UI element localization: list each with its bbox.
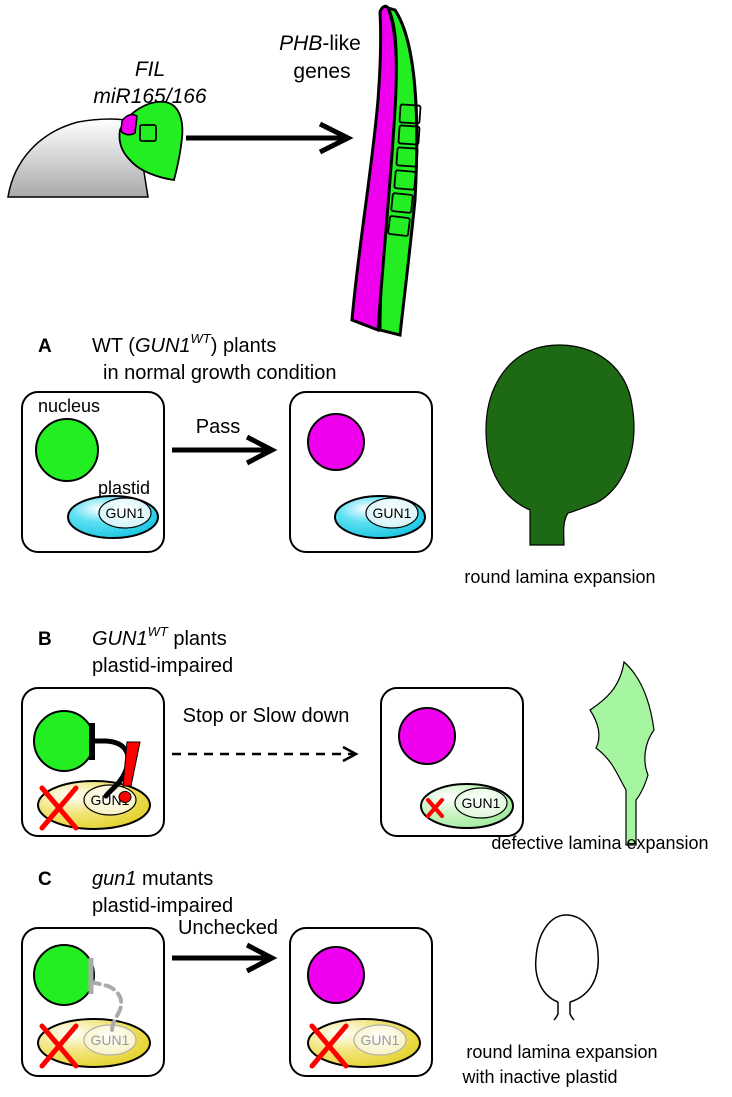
panel-c-cross-icon-left	[39, 1023, 79, 1069]
panel-c-cross-icon-right	[309, 1023, 349, 1069]
panel-c-title-line2: plastid-impaired	[92, 895, 233, 917]
panel-a-arrow-head	[245, 434, 278, 466]
panel-a-arrow-label: Pass	[196, 416, 240, 438]
leaf-cell-marker	[397, 124, 421, 146]
panel-b-defective-leaf	[589, 660, 655, 846]
panel-a-gun1-left-label: GUN1	[106, 505, 145, 521]
panel-a-title: WT (GUN1WT) plants	[92, 331, 276, 357]
panel-a-nucleus-right	[307, 413, 365, 471]
panel-c-letter: C	[38, 869, 52, 890]
panel-b-cross-icon-right	[426, 798, 444, 818]
panel-a-gun1-right-label: GUN1	[373, 505, 412, 521]
panel-b-letter: B	[38, 629, 52, 650]
panel-c-title: gun1 mutants	[92, 868, 213, 890]
panel-a-gun1-right-badge	[365, 497, 419, 529]
top-arrow-head	[318, 121, 354, 155]
panel-b-nucleus-right	[398, 707, 456, 765]
fil-label: FIL	[135, 58, 165, 81]
panel-a-title-line2: in normal growth condition	[103, 362, 336, 384]
leaf-cell-marker	[387, 215, 411, 237]
adaxial-domain	[120, 113, 138, 136]
panel-a-gun1-left-badge	[98, 497, 152, 529]
panel-b-arrow-label: Stop or Slow down	[183, 705, 350, 727]
genes-label: genes	[293, 60, 350, 83]
panel-c-nucleus-left	[33, 944, 95, 1006]
panel-b-cross-icon-left	[39, 785, 79, 831]
exclamation-icon	[122, 741, 141, 787]
panel-b-gun1-right-label: GUN1	[462, 795, 501, 811]
top-section: FIL miR165/166 PHB-like genes	[7, 4, 422, 337]
exclamation-icon-dot	[118, 791, 132, 803]
panel-a-nucleus-left	[35, 418, 99, 482]
panel-c-gun1-left-badge	[83, 1024, 137, 1056]
panel-b-title-line2: plastid-impaired	[92, 655, 233, 677]
panel-b-gun1-right-badge	[454, 787, 508, 819]
panel-b-nucleus-left	[33, 710, 95, 772]
leaf-cell-markers	[387, 103, 422, 237]
leaf-cell-marker	[390, 192, 414, 214]
panel-a-round-leaf	[485, 344, 635, 546]
panel-c-outline-leaf	[534, 914, 599, 1021]
panel-c-gun1-right-badge	[353, 1024, 407, 1056]
mir165-166-label: miR165/166	[93, 85, 207, 108]
plastid-label: plastid	[98, 478, 150, 498]
phb-like-label: PHB-like	[279, 32, 361, 55]
panel-c-gun1-left-label: GUN1	[91, 1032, 130, 1048]
panel-b-dashed-arrow-head	[342, 745, 359, 763]
panel-c-nucleus-right	[307, 946, 365, 1004]
panel-c-leaf-caption-line1: round lamina expansion	[466, 1042, 657, 1062]
panel-c-faded-inhibition-line	[89, 980, 124, 1032]
panel-c-gun1-right-label: GUN1	[361, 1032, 400, 1048]
panel-a: A WT (GUN1WT) plants in normal growth co…	[21, 331, 656, 587]
panel-c-arrow-label: Unchecked	[178, 917, 278, 939]
nucleus-label: nucleus	[38, 396, 100, 416]
panel-b-leaf-caption: defective lamina expansion	[491, 833, 708, 853]
panel-b: B GUN1WT plants plastid-impaired GUN1 St…	[21, 624, 709, 853]
primordium-cell-marker	[139, 124, 157, 142]
panel-c: C gun1 mutants plastid-impaired GUN1 Unc…	[21, 868, 658, 1087]
panel-c-leaf-caption-line2: with inactive plastid	[461, 1067, 617, 1087]
curved-leaf-magenta-adaxial	[350, 4, 398, 333]
leaf-cell-marker	[393, 169, 417, 191]
panel-c-arrow-head	[245, 942, 278, 974]
leaf-cell-marker	[398, 103, 422, 125]
panel-a-letter: A	[38, 336, 52, 357]
panel-a-leaf-caption: round lamina expansion	[464, 567, 655, 587]
leaf-cell-marker	[395, 146, 419, 168]
panel-b-title: GUN1WT plants	[92, 624, 227, 650]
